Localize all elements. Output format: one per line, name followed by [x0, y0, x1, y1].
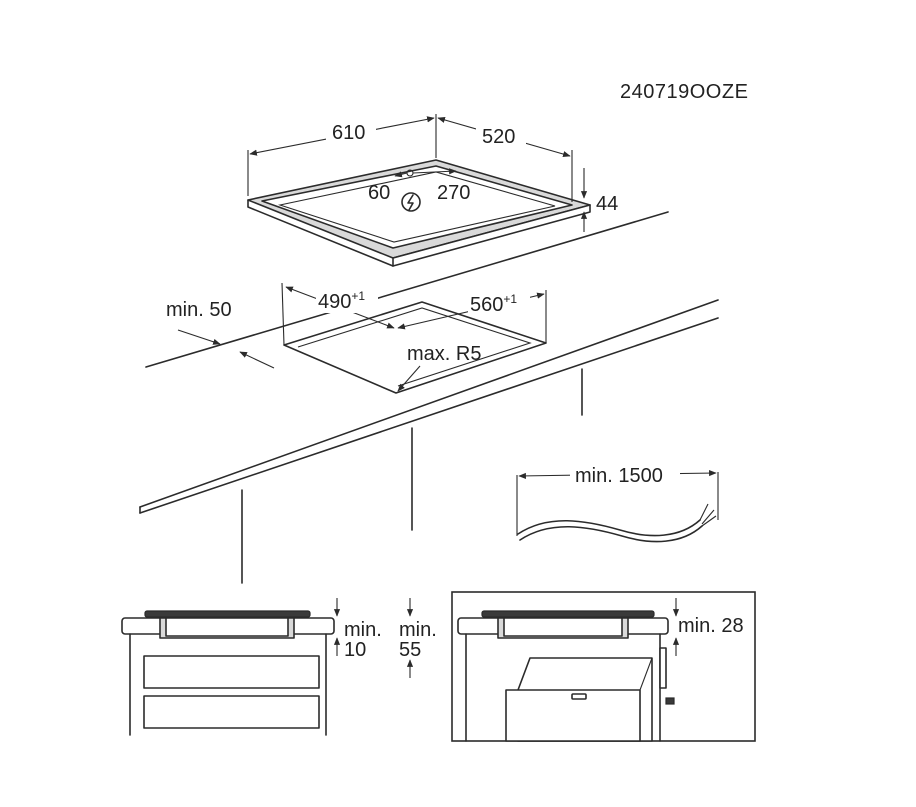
electricity-icon	[401, 192, 421, 212]
dim-edge-distance: min. 50	[166, 299, 275, 369]
cable-drawing: min. 1500	[516, 462, 719, 543]
dim-gap-drawer-b: min. 55	[399, 598, 437, 678]
gap-b-label: min.	[399, 619, 437, 641]
worktop-drawing	[139, 211, 719, 584]
section-oven-unit	[451, 591, 756, 742]
gap-a-value: 10	[344, 639, 366, 661]
corner-radius-label: max. R5	[407, 343, 481, 365]
dim-hob-width: 610	[247, 114, 437, 196]
oven-gap-label: min. 28	[678, 615, 744, 637]
cable-left-label: 60	[368, 182, 390, 204]
cable-length-label: min. 1500	[575, 465, 663, 487]
hob-drawing	[247, 159, 591, 267]
dim-cutout-width: 490+1	[285, 286, 395, 329]
dim-hob-height: 44	[580, 168, 618, 232]
gap-b-value: 55	[399, 639, 421, 661]
dim-gap-drawer-a: min. 10	[333, 598, 382, 661]
hob-height-label: 44	[596, 193, 618, 215]
figure-code: 240719OOZE	[620, 81, 748, 103]
hob-depth-label: 520	[482, 126, 515, 148]
dim-corner-radius: max. R5	[397, 343, 481, 392]
edge-distance-label: min. 50	[166, 299, 232, 321]
cutout-width-label: 490+1	[318, 289, 365, 313]
dim-cutout-depth: 560+1	[397, 292, 545, 330]
cable-wire	[517, 519, 701, 537]
cutout-depth-label: 560+1	[470, 292, 517, 316]
hob-width-label: 610	[332, 122, 365, 144]
dim-cable-position: 60 270	[368, 168, 470, 204]
dim-hob-depth: 520	[437, 116, 573, 202]
dim-gap-oven: min. 28	[672, 598, 744, 656]
cable-right-label: 270	[437, 182, 470, 204]
section-drawer-unit	[121, 610, 335, 736]
gap-a-label: min.	[344, 619, 382, 641]
